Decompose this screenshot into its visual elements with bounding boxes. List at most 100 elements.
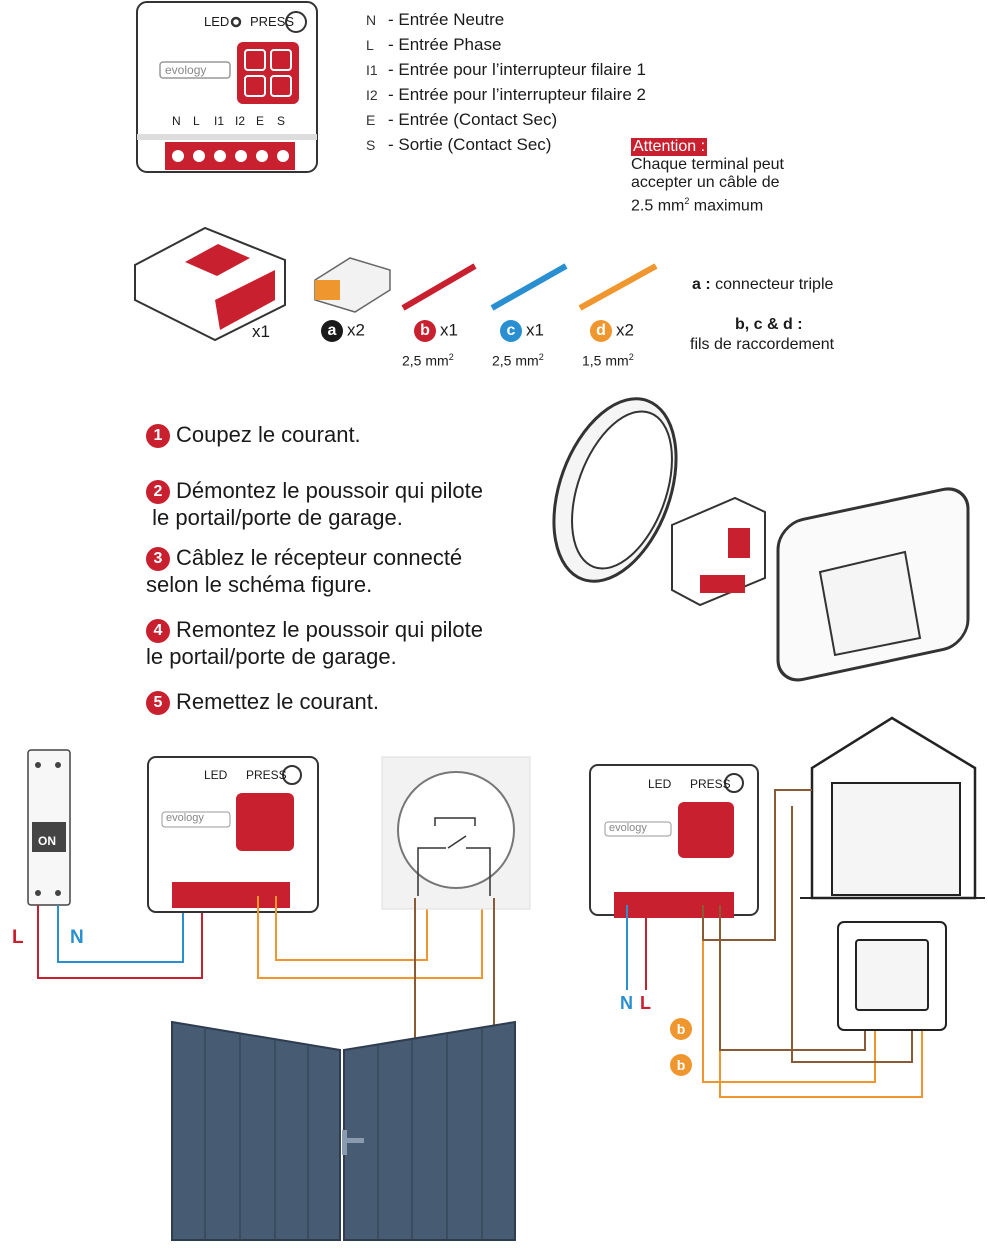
kit-badge-b: b <box>414 320 436 342</box>
wire-phase <box>37 896 203 979</box>
step-text: Démontez le poussoir qui pilote <box>176 478 483 503</box>
attention-title: Attention : <box>631 138 708 156</box>
kit-b-size-text: 2,5 mm <box>402 352 449 369</box>
kit-bcd-title: b, c & d : <box>735 316 803 333</box>
legend-code: L <box>366 37 374 53</box>
kit-c-qty: x1 <box>526 320 544 340</box>
legend-code: E <box>366 112 376 128</box>
kit-b-sup: 2 <box>448 352 454 362</box>
kit-badge-d: d <box>590 320 612 342</box>
wires-right-orange <box>702 905 923 1098</box>
kit-c-size-text: 2,5 mm <box>492 352 539 369</box>
module-illustration <box>671 496 766 607</box>
legend-item: E - Entrée (Contact Sec) <box>366 110 557 130</box>
terminal-label: S <box>277 114 286 128</box>
device-top-led-label: LED <box>204 14 230 29</box>
wall-cover-illustration <box>552 397 678 583</box>
step-text: Remettez le courant. <box>176 689 379 714</box>
kit-badge-a: a <box>321 320 343 342</box>
step-text: Remontez le poussoir qui pilote <box>176 617 483 642</box>
legend-text: - Sortie (Contact Sec) <box>388 135 552 154</box>
attention-note: Attention : Chaque terminal peut accepte… <box>631 138 784 215</box>
legend-item: I2- Entrée pour l’interrupteur filaire 2 <box>366 85 646 105</box>
wires-right-mains <box>626 905 647 990</box>
switch-illustration <box>776 487 970 682</box>
step-text: Câblez le récepteur connecté <box>176 545 463 570</box>
device-left-press-label: PRESS <box>246 768 287 782</box>
attention-line: maximum <box>689 197 764 215</box>
wire-gate-brown <box>414 898 495 1045</box>
device-left <box>147 756 319 913</box>
terminal-label: I2 <box>235 114 246 128</box>
legend-text: - Entrée pour l’interrupteur filaire 1 <box>388 60 646 79</box>
kit-d-size-text: 1,5 mm <box>582 352 629 369</box>
step-number: 1 <box>146 424 170 448</box>
push-switch-panel <box>381 756 531 910</box>
terminal-label: E <box>256 114 265 128</box>
attention-line: 2.5 mm <box>631 197 685 215</box>
legend-item: L - Entrée Phase <box>366 35 501 55</box>
kit-c-sup: 2 <box>538 352 544 362</box>
wire-b-badge-1: b <box>670 1018 692 1040</box>
step-number: 2 <box>146 480 170 504</box>
terminal-label: I1 <box>214 114 225 128</box>
schema-right-L-label: L <box>640 993 651 1013</box>
terminal-label: L <box>193 114 200 128</box>
step-number: 5 <box>146 691 170 715</box>
legend-text: - Entrée Phase <box>388 35 502 54</box>
step-text-2: le portail/porte de garage. <box>146 644 397 669</box>
terminal-label: N <box>172 114 181 128</box>
wire-switch-orange <box>257 896 483 979</box>
kit-b-size: 2,5 mm2 <box>402 352 454 369</box>
schema-right-N-label: N <box>620 993 633 1013</box>
circuit-breaker <box>27 749 71 906</box>
legend-item: I1 - Entrée pour l’interrupteur filaire 1 <box>366 60 646 80</box>
schema-left-L-label: L <box>12 927 24 948</box>
attention-line: Chaque terminal peut <box>631 156 784 173</box>
attention-line: accepter un câble de <box>631 174 780 191</box>
device-right-led-label: LED <box>648 777 672 791</box>
kit-badge-c: c <box>500 320 522 342</box>
garage-illustration <box>800 716 985 900</box>
kit-a-desc-bold: a : <box>692 276 711 293</box>
kit-wire-blue <box>490 263 568 311</box>
legend-text: - Entrée (Contact Sec) <box>388 110 558 129</box>
device-right <box>589 764 759 918</box>
attention-sup: 2 <box>684 196 690 206</box>
device-top-press-label: PRESS <box>250 14 295 29</box>
kit-a-qty: x2 <box>347 320 365 340</box>
gate-illustration <box>171 1020 516 1241</box>
breaker-on-label: ON <box>38 834 56 848</box>
kit-bcd-desc: fils de raccordement <box>690 336 835 353</box>
kit-b-qty: x1 <box>440 320 458 340</box>
legend-code: I1 <box>366 62 378 78</box>
step-text-2: selon le schéma figure. <box>146 572 373 597</box>
kit-connector <box>314 257 391 313</box>
kit-a-desc-text: connecteur triple <box>710 276 834 293</box>
kit-d-sup: 2 <box>628 352 634 362</box>
step-text-2: le portail/porte de garage. <box>146 505 403 530</box>
kit-d-qty: x2 <box>616 320 634 340</box>
wire-b-badge-2: b <box>670 1054 692 1076</box>
kit-wire-red <box>401 263 477 311</box>
kit-module-qty: x1 <box>252 322 270 341</box>
step-number: 3 <box>146 547 170 571</box>
kit-wire-orange <box>578 263 658 311</box>
device-left-led-label: LED <box>204 768 228 782</box>
kit-a-desc: a : connecteur triple <box>692 276 833 294</box>
legend-code: S <box>366 137 376 153</box>
kit-c-size: 2,5 mm2 <box>492 352 544 369</box>
device-right-press-label: PRESS <box>690 777 731 791</box>
step-number: 4 <box>146 619 170 643</box>
legend-text: - Entrée Neutre <box>388 10 505 29</box>
wires-right-brown <box>702 789 913 1063</box>
